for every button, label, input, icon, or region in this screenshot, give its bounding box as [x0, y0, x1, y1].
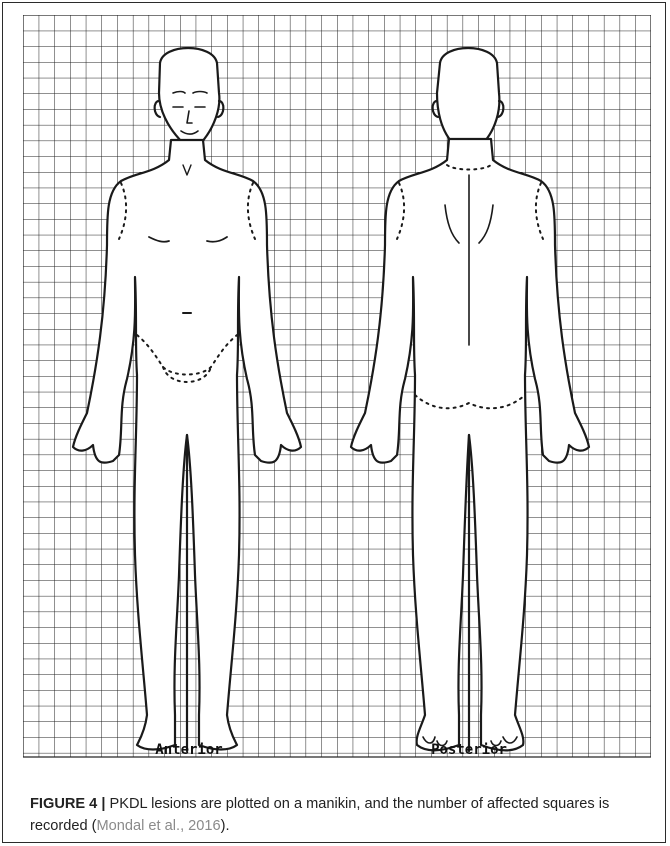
body-chart-manikin: Anterior Posterior — [23, 15, 651, 763]
figure-caption: FIGURE 4 | PKDL lesions are plotted on a… — [30, 793, 655, 837]
anterior-label: Anterior — [155, 742, 222, 758]
figure-caption-end: ). — [221, 818, 230, 834]
figure-caption-label: FIGURE 4 | — [30, 796, 105, 812]
citation-link[interactable]: Mondal et al., 2016 — [97, 818, 221, 834]
posterior-label: Posterior — [431, 742, 507, 758]
